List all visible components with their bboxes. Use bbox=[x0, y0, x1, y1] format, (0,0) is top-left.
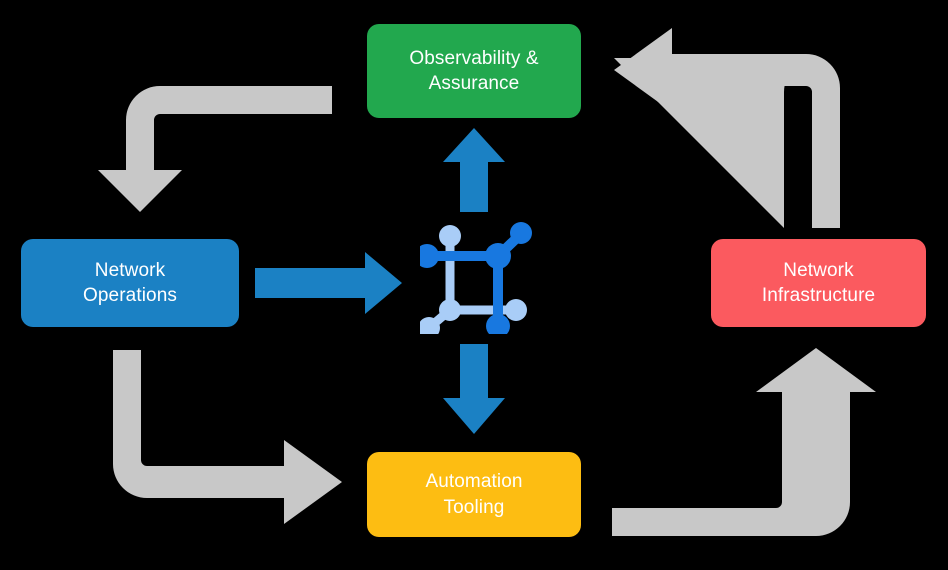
arrow-automation-to-infrastructure bbox=[612, 348, 876, 536]
network-topology-icon bbox=[420, 222, 532, 334]
node-automation-label: Automation Tooling bbox=[425, 471, 523, 518]
node-operations-label: Network Operations bbox=[83, 259, 177, 306]
node-observability-and-assurance[interactable]: Observability & Assurance bbox=[367, 24, 581, 118]
node-automation-tooling[interactable]: Automation Tooling bbox=[367, 452, 581, 537]
arrow-operations-to-automation bbox=[113, 350, 342, 524]
arrow-center-to-observability bbox=[443, 128, 505, 212]
node-network-infrastructure[interactable]: Network Infrastructure bbox=[711, 239, 926, 327]
node-network-operations[interactable]: Network Operations bbox=[21, 239, 239, 327]
arrow-center-to-automation bbox=[443, 344, 505, 434]
arrow-operations-to-center bbox=[255, 252, 402, 314]
arrow-infrastructure-to-observability-body bbox=[614, 28, 840, 228]
arrow-observability-to-operations bbox=[98, 50, 332, 212]
node-observability-label: Observability & Assurance bbox=[409, 47, 539, 94]
node-infrastructure-label: Network Infrastructure bbox=[761, 259, 876, 306]
